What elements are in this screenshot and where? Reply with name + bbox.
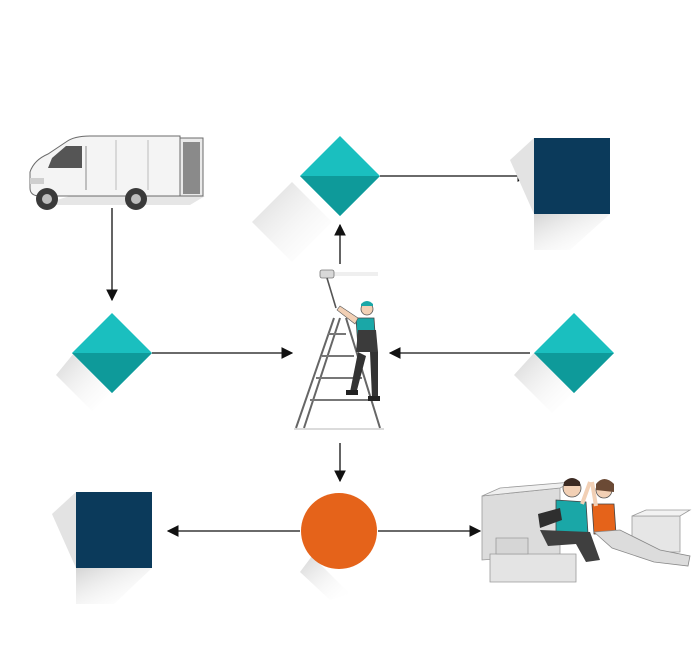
diamond-left-node xyxy=(56,313,152,411)
painter-on-ladder-icon xyxy=(294,269,384,430)
edges xyxy=(106,170,530,537)
diamond-top-node xyxy=(252,136,380,262)
square-bottom-left-node xyxy=(52,492,152,604)
diamond-right-node xyxy=(514,313,614,413)
circle-bottom-node xyxy=(300,493,377,600)
delivery-van-icon xyxy=(29,135,205,210)
couple-relaxing-boxes-icon xyxy=(481,478,692,583)
square-top-right-node xyxy=(510,138,610,250)
